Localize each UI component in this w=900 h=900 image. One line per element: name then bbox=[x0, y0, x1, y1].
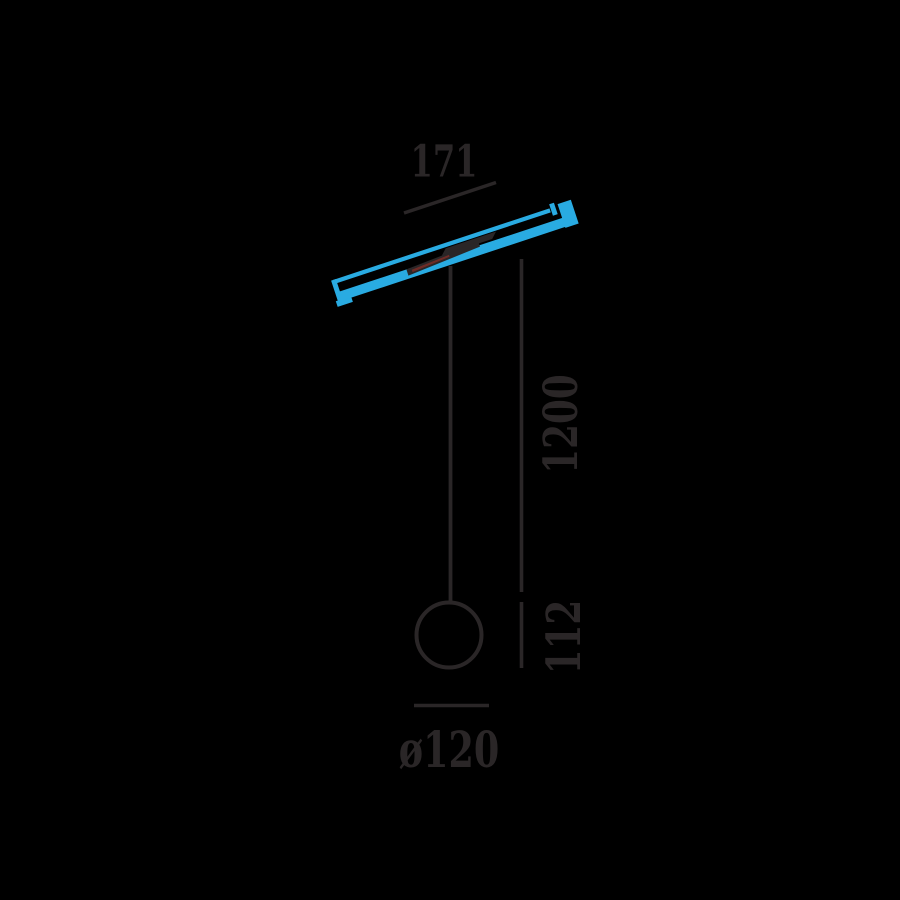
track-length-dimension-label: 171 bbox=[410, 137, 477, 188]
sphere-diameter-dimension-label: ø120 bbox=[399, 721, 500, 779]
track-left-foot bbox=[335, 296, 353, 307]
adapter-top-face bbox=[441, 231, 497, 256]
track-right-endcap bbox=[557, 199, 579, 228]
sphere-pendant bbox=[414, 600, 484, 670]
track-bottom-band bbox=[338, 215, 572, 302]
suspension-length-dimension-label: 1200 bbox=[533, 374, 588, 473]
adapter-accent bbox=[411, 254, 450, 273]
track-top-edge bbox=[333, 208, 551, 284]
track-length-dimension-line bbox=[403, 180, 497, 215]
track-bar bbox=[331, 199, 579, 307]
sphere-height-dimension-label: 112 bbox=[536, 600, 591, 675]
track-right-notch-tab bbox=[549, 202, 558, 216]
